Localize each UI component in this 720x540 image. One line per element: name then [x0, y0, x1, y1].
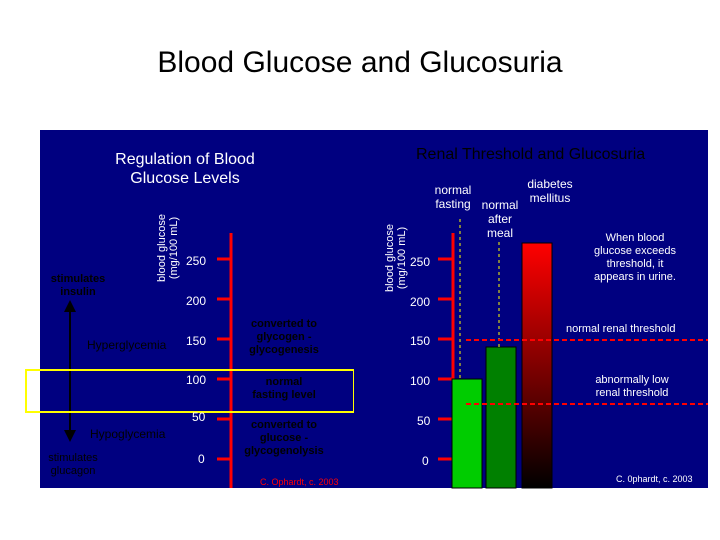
left-title: Regulation of Blood Glucose Levels	[80, 150, 290, 188]
exceeds-threshold-note: When blood glucose exceeds threshold, it…	[580, 232, 690, 284]
label-normal-fasting-line2: fasting	[435, 197, 471, 211]
low-threshold-line2: renal threshold	[595, 387, 669, 399]
regulation-panel: Regulation of Blood Glucose Levels blood…	[25, 130, 355, 488]
label-diabetes-line2: mellitus	[529, 191, 571, 205]
exceeds-line1: When blood	[605, 232, 665, 244]
left-arrow-up-head	[64, 300, 76, 312]
exceeds-line3: threshold, it	[606, 258, 664, 270]
left-tick-200: 200	[186, 294, 207, 308]
normal-fasting-line2: fasting level	[252, 389, 316, 401]
hypoglycemia-label: Hypoglycemia	[90, 427, 166, 441]
stimulates-insulin-line2: insulin	[60, 286, 96, 298]
normal-threshold-label: normal renal threshold	[566, 323, 676, 335]
label-normal-fasting: normal fasting	[428, 183, 478, 211]
label-normal-fasting-line1: normal	[434, 183, 472, 197]
renal-threshold-panel: Renal Threshold and Glucosuria blood glu…	[354, 130, 708, 489]
left-credit: C. Ophardt, c. 2003	[260, 477, 339, 487]
low-threshold-line1: abnormally low	[595, 374, 669, 386]
glycogenolysis-line3: glycogenolysis	[244, 445, 324, 457]
right-tick-250: 250	[410, 255, 431, 269]
label-normal-after-meal: normal after meal	[474, 198, 526, 240]
stimulates-insulin-line1: stimulates	[50, 273, 106, 285]
exceeds-line4: appears in urine.	[594, 271, 676, 283]
label-after-meal-line1: normal	[481, 198, 519, 212]
slide-title: Blood Glucose and Glucosuria	[157, 46, 563, 79]
right-chart-graphics	[438, 219, 708, 489]
left-title-line2: Glucose Levels	[130, 170, 240, 187]
bar-diabetes-mellitus	[521, 242, 553, 489]
glycogenesis-line3: glycogenesis	[249, 344, 319, 356]
hyperglycemia-label: Hyperglycemia	[87, 338, 167, 352]
glycogenesis-note: converted to glycogen - glycogenesis	[236, 318, 332, 357]
low-threshold-label: abnormally low renal threshold	[576, 374, 688, 400]
stimulates-glucagon-line1: stimulates	[48, 452, 98, 464]
left-arrow-down-head	[64, 430, 76, 442]
exceeds-line2: glucose exceeds	[594, 245, 676, 257]
label-after-meal-line2: after	[487, 212, 512, 226]
normal-fasting-note: normal fasting level	[236, 376, 332, 402]
left-tick-250: 250	[186, 254, 207, 268]
right-tick-100: 100	[410, 374, 431, 388]
left-tick-100: 100	[186, 373, 207, 387]
glycogenesis-line1: converted to	[250, 318, 317, 330]
right-tick-200: 200	[410, 295, 431, 309]
left-tick-50: 50	[192, 410, 206, 424]
stimulates-glucagon: stimulates glucagon	[40, 452, 106, 478]
glycogenolysis-line1: converted to	[250, 419, 317, 431]
right-tick-50: 50	[417, 414, 431, 428]
glycogenolysis-line2: glucose -	[259, 432, 309, 444]
label-diabetes-mellitus: diabetes mellitus	[520, 177, 580, 205]
stimulates-glucagon-line2: glucagon	[50, 465, 96, 477]
bar-normal-fasting	[451, 378, 483, 489]
stimulates-insulin: stimulates insulin	[40, 273, 116, 299]
label-after-meal-line3: meal	[486, 226, 513, 240]
right-credit: C. 0phardt, c. 2003	[616, 474, 693, 484]
bar-normal-after-meal	[485, 346, 517, 489]
left-title-line1: Regulation of Blood	[115, 151, 255, 168]
glycogenesis-line2: glycogen -	[256, 331, 312, 343]
normal-fasting-line1: normal	[265, 376, 303, 388]
right-tick-0: 0	[422, 454, 429, 468]
left-tick-150: 150	[186, 334, 207, 348]
right-tick-150: 150	[410, 334, 431, 348]
right-title: Renal Threshold and Glucosuria	[416, 146, 646, 163]
left-tick-0: 0	[198, 452, 205, 466]
glycogenolysis-note: converted to glucose - glycogenolysis	[236, 419, 332, 458]
label-diabetes-line1: diabetes	[527, 177, 573, 191]
